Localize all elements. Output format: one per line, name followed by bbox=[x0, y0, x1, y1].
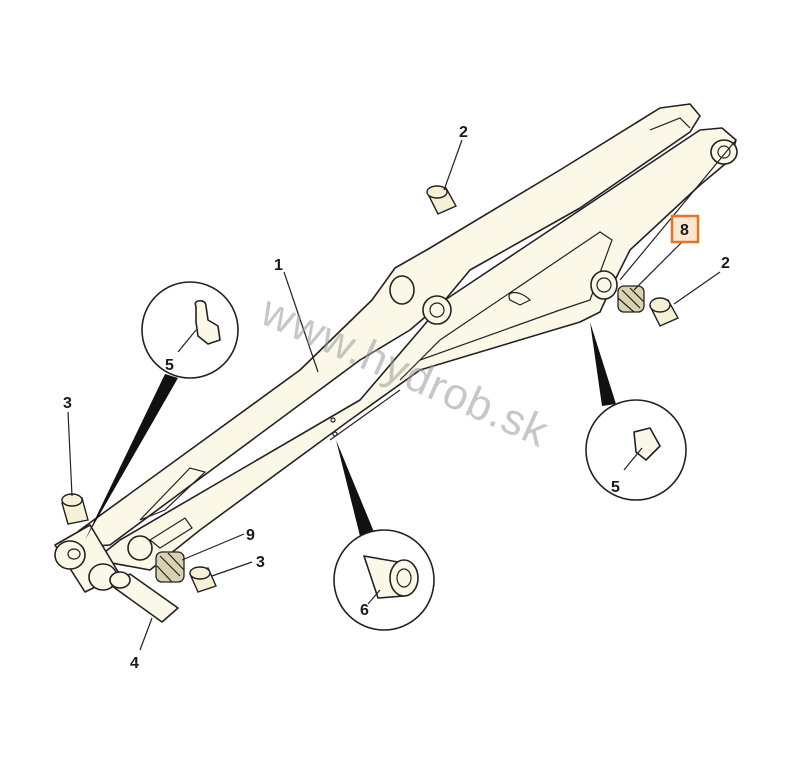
label-bush-left: 3 bbox=[63, 395, 72, 412]
label-bush-bottom: 3 bbox=[256, 554, 265, 571]
bush-left bbox=[61, 493, 89, 525]
label-grease-nipple-right: 5 bbox=[611, 479, 620, 496]
label-pin: 4 bbox=[130, 655, 139, 672]
bush-right bbox=[649, 297, 679, 327]
boom-arm bbox=[54, 103, 738, 593]
label-bush-top: 2 bbox=[459, 124, 468, 141]
label-highlighted: 8 bbox=[680, 222, 689, 239]
pin-4 bbox=[109, 571, 179, 623]
label-bush-detail: 6 bbox=[360, 602, 369, 619]
leader-lines bbox=[67, 139, 737, 651]
label-spacer: 9 bbox=[246, 527, 255, 544]
spacer-9 bbox=[155, 551, 185, 583]
label-arm: 1 bbox=[274, 257, 283, 274]
bush-top bbox=[426, 185, 457, 215]
detail-circle-grease-right bbox=[585, 322, 687, 501]
detail-circle-grease-left bbox=[85, 281, 239, 540]
callout-8-highlighted[interactable]: 8 bbox=[670, 214, 700, 244]
spacer-8 bbox=[617, 285, 645, 313]
label-grease-nipple-left: 5 bbox=[165, 357, 174, 374]
label-bush-right: 2 bbox=[721, 255, 730, 272]
bush-bottom bbox=[189, 566, 217, 593]
detail-circle-bush bbox=[333, 440, 435, 631]
callout-8-box bbox=[670, 214, 700, 244]
